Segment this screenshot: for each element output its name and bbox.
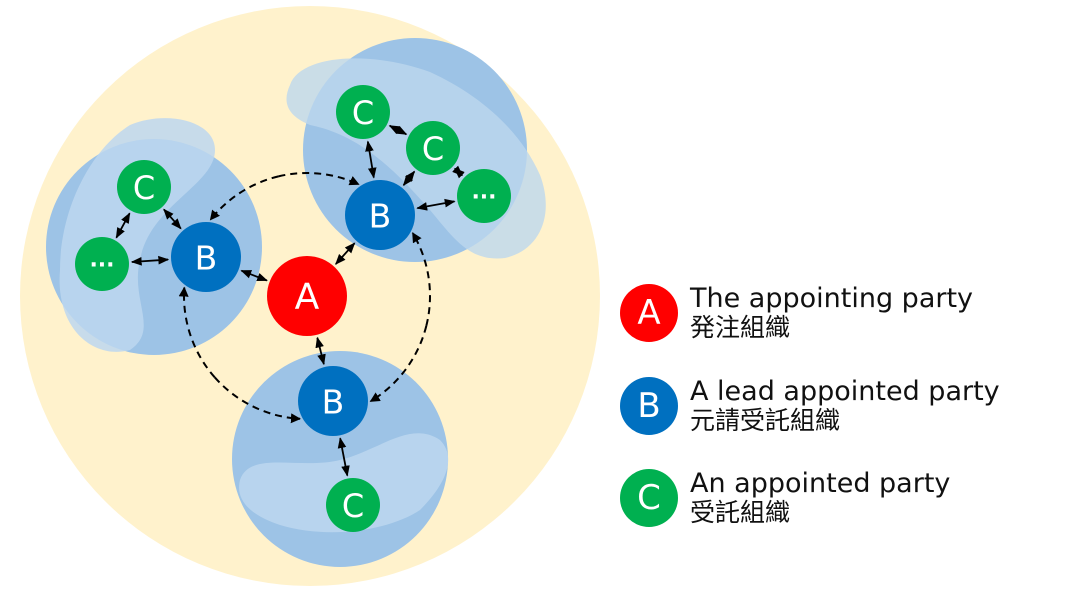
dashed-arrow-b_left-to-b_top: [278, 172, 360, 186]
connection-arrow-c_top_1-c_top_2: [388, 124, 408, 136]
connection-arrow-b_top-c_top_2: [402, 170, 416, 187]
node-circle: [406, 121, 460, 175]
connection-arrow-b_left-c_left: [163, 208, 182, 230]
legend-label-en: The appointing party: [690, 283, 974, 314]
node-c-left: C: [117, 160, 171, 214]
legend-label-ja: 受託組織: [690, 498, 791, 528]
node-c-top-1: C: [336, 85, 390, 139]
legend-label-en: A lead appointed party: [690, 376, 1000, 407]
legend-label-ja: 元請受託組織: [690, 406, 841, 436]
solid-connection-layer: [115, 124, 465, 477]
dashed-arrow-b_top-to-b_left: [209, 175, 279, 221]
connection-arrow-b_left-more_left: [130, 255, 170, 266]
connection-arrow-a-b_top: [335, 242, 356, 265]
legend-badge-a: A: [620, 284, 678, 343]
connection-arrow-b_top-c_top_1: [365, 140, 377, 179]
node-circle: [326, 478, 380, 532]
legend-label-en: An appointed party: [690, 468, 951, 499]
connection-arrow-b_top-more_top: [416, 198, 456, 211]
org-region-left: [46, 118, 262, 355]
node-circle: [75, 237, 129, 291]
legend-item-appointed-party: C An appointed party 受託組織: [620, 468, 951, 528]
legend-item-lead-appointed-party: B A lead appointed party 元請受託組織: [620, 376, 1000, 436]
node-circle: [336, 85, 390, 139]
node-label: ...: [89, 248, 114, 273]
node-c-bottom: C: [326, 478, 380, 532]
node-label: B: [195, 239, 218, 278]
node-label: ...: [471, 180, 496, 205]
dashed-arrow-b_bottom-to-b_left: [178, 286, 216, 378]
connection-arrow-b_bottom-c_bottom: [337, 437, 350, 477]
node-circle: [267, 256, 347, 336]
node-label: C: [342, 487, 364, 525]
node-more-top: ...: [457, 169, 511, 223]
connection-arrow-c_left-more_left: [115, 212, 131, 239]
node-label: C: [133, 169, 155, 207]
legend-badge-b: B: [620, 377, 678, 436]
connection-arrow-a-b_bottom: [315, 336, 326, 366]
node-label: A: [295, 277, 320, 318]
node-a: A: [267, 256, 347, 336]
node-circle: [117, 160, 171, 214]
node-b-left: B: [171, 222, 241, 292]
node-label: B: [369, 197, 392, 236]
node-circle: [171, 222, 241, 292]
legend: A The appointing party 発注組織 B A lead app…: [620, 0, 1067, 601]
legend-label-ja: 発注組織: [690, 313, 791, 343]
connection-arrow-c_top_2-more_top: [452, 165, 465, 179]
legend-item-appointing-party: A The appointing party 発注組織: [620, 283, 974, 343]
node-circle: [457, 169, 511, 223]
dashed-arrow-b_top-to-b_bottom: [369, 325, 428, 403]
node-label: B: [322, 383, 345, 422]
node-more-left: ...: [75, 237, 129, 291]
legend-badge-c: C: [620, 469, 678, 528]
node-b-bottom: B: [298, 366, 368, 436]
node-circle: [298, 366, 368, 436]
node-label: C: [422, 130, 444, 168]
connection-arrow-a-b_left: [240, 269, 268, 282]
dashed-arrow-b_bottom-to-b_top: [411, 232, 431, 327]
dashed-connection-layer: [178, 172, 431, 424]
dashed-arrow-b_left-to-b_bottom: [213, 376, 301, 424]
node-c-top-2: C: [406, 121, 460, 175]
node-label: C: [352, 94, 374, 132]
node-b-top: B: [345, 180, 415, 250]
node-circle: [345, 180, 415, 250]
